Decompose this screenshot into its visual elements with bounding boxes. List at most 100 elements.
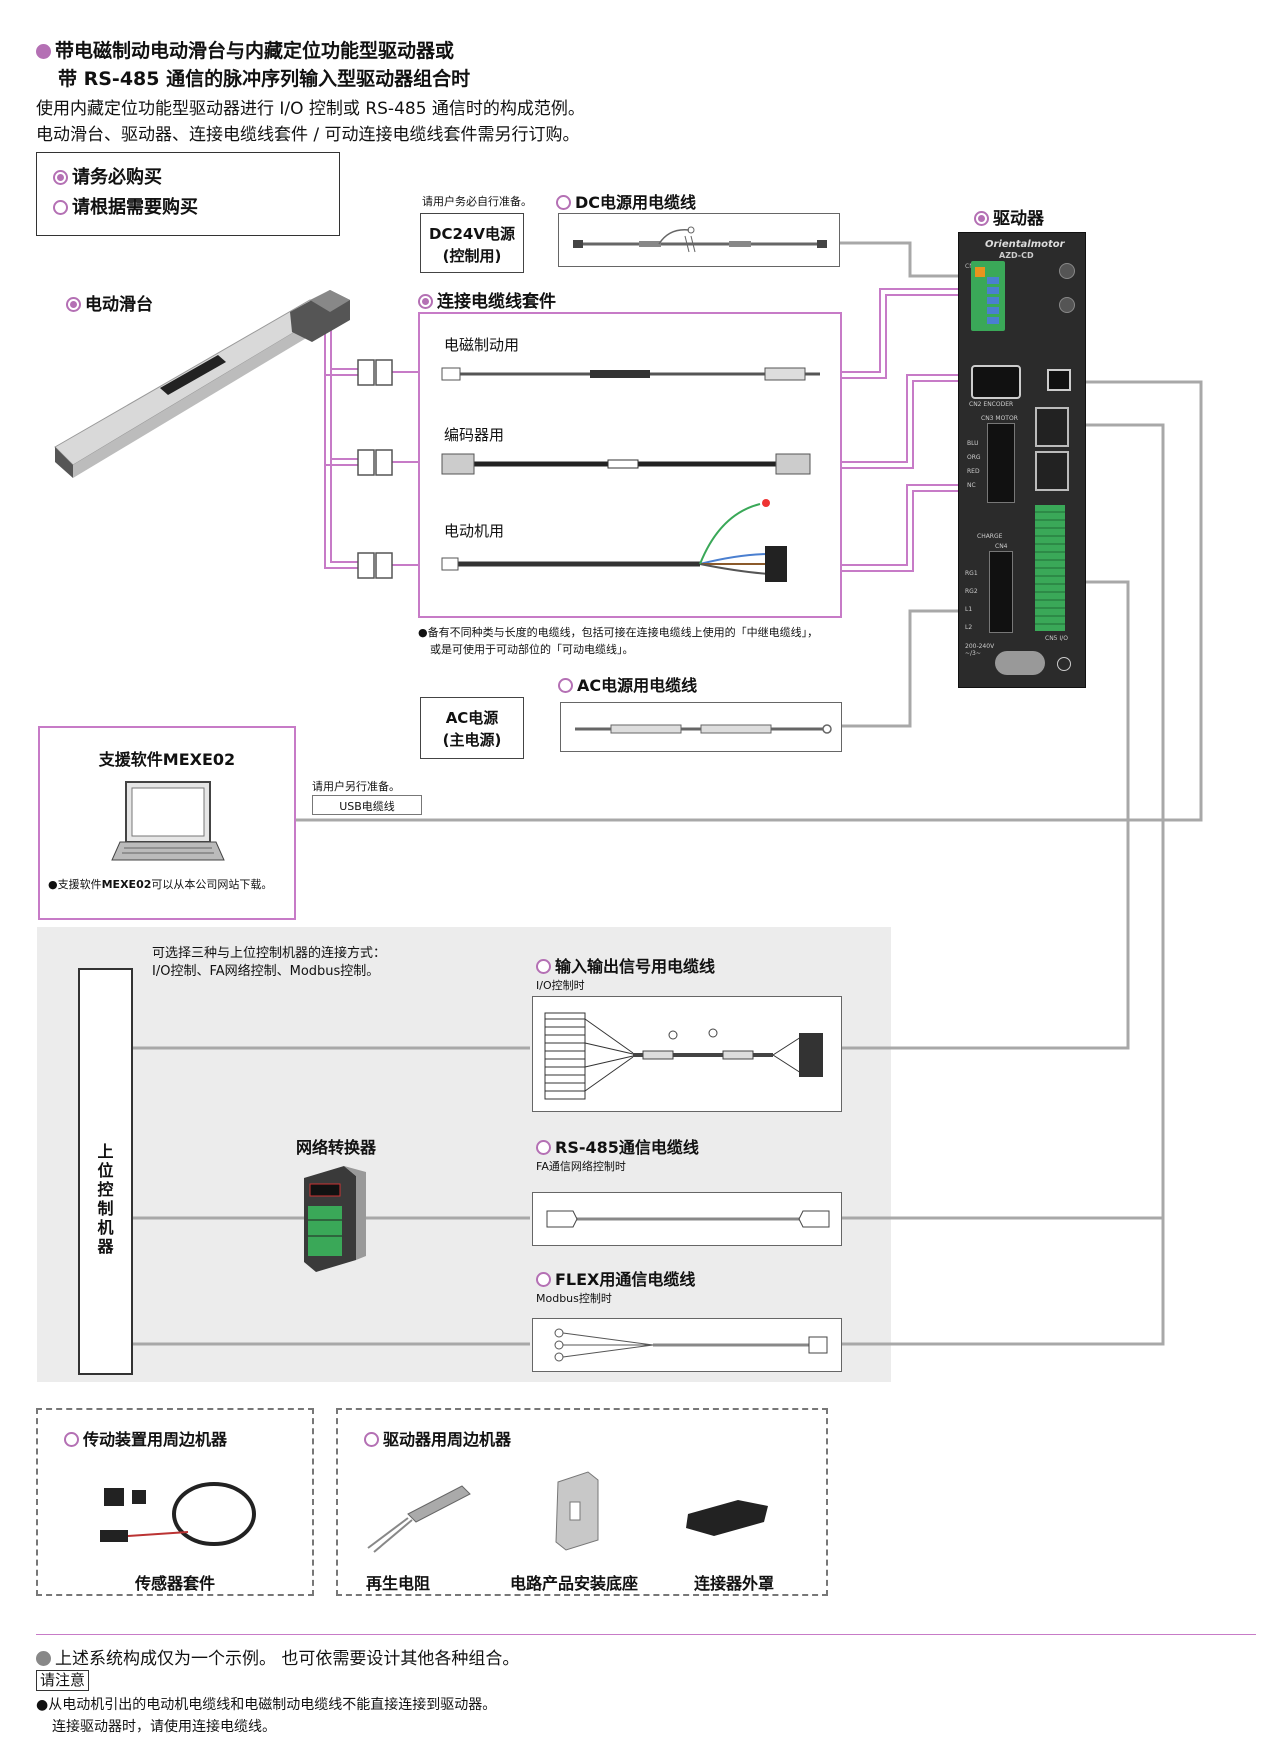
- usb-cable-label: USB电缆线: [339, 800, 395, 813]
- rs485-cable-image: [532, 1192, 842, 1246]
- cn4-power-port[interactable]: [989, 551, 1013, 633]
- description-line2: 电动滑台、驱动器、连接电缆线套件 / 可动连接电缆线套件需另行订购。: [36, 125, 580, 145]
- flex-cable-label: FLEX用通信电缆线: [536, 1266, 695, 1290]
- kit-motor-to-driver-a: [842, 484, 985, 566]
- optional-icon: [364, 1432, 379, 1447]
- driver-image: Orientalmotor AZD-CD CN1 CN2 ENCODER CN3…: [958, 232, 1086, 688]
- kit-enc-to-driver-a: [842, 374, 980, 463]
- kit-line-motor-b: [330, 330, 358, 563]
- bullet-icon: [36, 44, 51, 59]
- cn3-motor-port[interactable]: [987, 423, 1015, 503]
- motor-pin-labels: BLU ORG RED NC: [967, 440, 981, 489]
- title-line2: 带 RS-485 通信的脉冲序列输入型驱动器组合时: [58, 68, 471, 90]
- kit-line-motor-a: [324, 330, 358, 569]
- mounting-base-label: 电路产品安装底座: [510, 1574, 639, 1593]
- usb-cable-label-box: USB电缆线: [312, 795, 422, 815]
- sensor-kit-icon: [100, 1482, 256, 1546]
- optional-icon: [558, 678, 573, 693]
- cn3-label: CN3 MOTOR: [981, 415, 1018, 422]
- ground-icon: [1057, 657, 1071, 671]
- bullet-icon: [36, 1651, 51, 1666]
- actuator-peripherals-title: 传动装置用周边机器: [64, 1426, 227, 1450]
- dc-line: [840, 241, 975, 278]
- host-controller-label: 上 位 控 制 机 器: [97, 1142, 114, 1256]
- host-controller-box: 上 位 控 制 机 器: [78, 968, 133, 1375]
- cn4-label: CN4: [995, 543, 1008, 550]
- ac-line: [840, 609, 995, 728]
- host-options-line1: 可选择三种与上位控制机器的连接方式：: [152, 946, 387, 961]
- kit-item-encoder: 编码器用: [444, 426, 505, 444]
- baud-dial-icon[interactable]: [1059, 297, 1075, 313]
- actuator-peripherals-box: 传动装置用周边机器 传感器套件: [36, 1408, 314, 1596]
- dc-cable-label: DC电源用电缆线: [556, 189, 696, 213]
- regen-resistor-label: 再生电阻: [366, 1574, 431, 1593]
- host-options-line2: I/O控制、FA网络控制、Modbus控制。: [152, 964, 380, 979]
- description-line1: 使用内藏定位功能型驱动器进行 I/O 控制或 RS-485 通信时的构成范例。: [36, 99, 585, 119]
- caution-line1: ●从电动机引出的电动机电缆线和电磁制动电缆线不能直接连接到驱动器。: [36, 1697, 497, 1713]
- rs485-cable-sub: FA通信网络控制时: [536, 1160, 626, 1173]
- rs485-line: [842, 423, 1165, 1220]
- dc-power-box: DC24V电源 (控制用): [420, 213, 524, 273]
- example-note: 上述系统构成仅为一个示例。 也可依需要设计其他各种组合。: [36, 1644, 519, 1669]
- kit-motor-to-driver-b: [842, 490, 985, 572]
- flex-line: [842, 1218, 1165, 1346]
- flex-cable-image: [532, 1318, 842, 1372]
- network-converter-label: 网络转换器: [296, 1138, 377, 1157]
- rs485-cable-label: RS-485通信电缆线: [536, 1134, 699, 1158]
- required-icon: [53, 170, 68, 185]
- driver-brand: Orientalmotor: [985, 239, 1065, 250]
- kit-box: 电磁制动用 编码器用 电动机用: [418, 312, 842, 618]
- io-cable-image: [532, 996, 842, 1112]
- required-icon: [66, 297, 81, 312]
- io-line: [842, 580, 1130, 1050]
- driver-label: 驱动器: [974, 204, 1044, 229]
- optional-icon: [536, 1140, 551, 1155]
- connector-cover-label: 连接器外罩: [694, 1574, 775, 1593]
- kit-line-enc-a: [324, 330, 358, 466]
- kit-line-brake-b: [330, 330, 358, 370]
- caution-line2: 连接驱动器时，请使用连接电缆线。: [52, 1719, 276, 1735]
- software-box: 支援软件MEXE02 ●支援软件MEXE02可以从本公司网站下载。: [38, 726, 296, 920]
- dc-power-box-line2: (控制用): [442, 247, 502, 265]
- required-icon: [974, 211, 989, 226]
- address-dial-icon[interactable]: [1059, 263, 1075, 279]
- optional-icon: [536, 959, 551, 974]
- legend-optional: 请根据需要购买: [53, 193, 198, 219]
- ground-bracket-icon: [995, 651, 1045, 675]
- slider-label: 电动滑台: [66, 290, 153, 315]
- caution-label: 请注意: [36, 1670, 90, 1691]
- cn2-encoder-port[interactable]: [971, 365, 1021, 399]
- title-line1: 带电磁制动电动滑台与内藏定位功能型驱动器或: [36, 36, 454, 63]
- cn1-pins: [987, 277, 999, 325]
- usb-port[interactable]: [1047, 369, 1071, 391]
- charge-label: CHARGE: [977, 533, 1003, 540]
- io-cable-sub: I/O控制时: [536, 979, 585, 992]
- kit-line-enc-b: [330, 330, 358, 460]
- flex-cable-icon: [554, 1328, 828, 1362]
- ac-power-box-line2: (主电源): [442, 731, 502, 749]
- kit-item-motor: 电动机用: [444, 522, 505, 540]
- ac-power-box: AC电源 (主电源): [420, 697, 524, 759]
- io-cable-icon: [544, 1012, 823, 1100]
- driver-peripherals-title: 驱动器用周边机器: [364, 1426, 511, 1450]
- software-note: ●支援软件MEXE02可以从本公司网站下载。: [48, 878, 273, 891]
- laptop-icon: [111, 781, 225, 861]
- legend-box: 请务必购买 请根据需要购买: [36, 152, 340, 236]
- kit-enc-to-driver-b: [842, 380, 980, 469]
- dc-cable-icon: [573, 226, 827, 253]
- regen-pin-labels: RG1 RG2 L1 L2: [965, 570, 978, 631]
- optional-icon: [536, 1272, 551, 1287]
- dc-power-note: 请用户务必自行准备。: [422, 195, 532, 208]
- cn5-io-terminal[interactable]: [1035, 505, 1065, 631]
- dc-cable-image: [558, 213, 840, 267]
- rs485-port-2[interactable]: [1035, 451, 1069, 491]
- rs485-port-1[interactable]: [1035, 407, 1069, 447]
- optional-icon: [64, 1432, 79, 1447]
- flex-cable-sub: Modbus控制时: [536, 1292, 612, 1305]
- kit-brake-to-driver-a: [842, 288, 975, 373]
- software-title: 支援软件MEXE02: [98, 750, 236, 769]
- kit-note-line1: ●备有不同种类与长度的电缆线，包括可接在连接电缆线上使用的「中继电缆线」，: [418, 626, 819, 639]
- kit-cables-icon: [441, 367, 820, 582]
- driver-peripherals-icons: [367, 1471, 768, 1553]
- kit-brake-to-driver-b: [842, 294, 975, 379]
